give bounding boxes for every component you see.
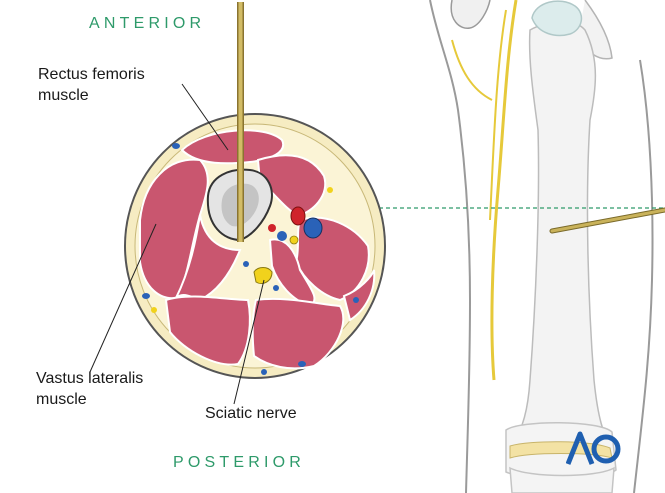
rectus-femoris-label-line2: muscle: [38, 87, 89, 104]
small-vein: [277, 231, 287, 241]
pelvis-outline: [450, 0, 491, 29]
side-view-pin: [549, 207, 665, 234]
small-artery: [268, 224, 276, 232]
nerve-branch-main: [490, 0, 518, 381]
femoral-artery: [290, 206, 306, 226]
vastus-lateralis-label-line2: muscle: [36, 391, 87, 408]
posterior-label: POSTERIOR: [173, 454, 306, 471]
cross-section-pin: [237, 2, 244, 242]
thigh-cross-section: [124, 113, 386, 379]
tibia-top: [509, 466, 615, 493]
femur-bone: [513, 21, 611, 481]
ao-logo-a-icon: [566, 431, 595, 465]
nerve-branch-secondary: [489, 9, 507, 221]
rectus-femoris-label-line1: Rectus femoris: [38, 66, 145, 83]
hamstring-muscle-medial: [251, 297, 345, 370]
vastus-lateralis-label: Vastus lateralis muscle: [36, 368, 143, 410]
hamstring-muscle-lateral: [164, 295, 251, 366]
leader-vastus-lateralis: [89, 223, 157, 373]
sciatic-nerve-label: Sciatic nerve: [205, 405, 297, 422]
leg-side-view: [429, 0, 654, 493]
leader-sciatic-nerve: [233, 279, 265, 405]
vessel-dot-6: [327, 187, 333, 193]
leg-outline-anterior: [633, 59, 654, 493]
vessel-dot-1: [172, 143, 180, 149]
vessel-dot-2: [142, 293, 150, 299]
vessel-dot-3: [151, 307, 157, 313]
vessel-dot-8: [243, 261, 249, 267]
vastus-medialis-muscle: [256, 154, 327, 218]
gracilis-muscle: [342, 269, 376, 322]
femoral-vein: [303, 217, 323, 239]
ao-logo: [566, 431, 621, 465]
ao-logo-o-icon: [591, 434, 621, 464]
saphenous-nerve: [289, 235, 299, 245]
anterior-label: ANTERIOR: [89, 15, 206, 32]
vessel-dot-9: [273, 285, 279, 291]
rectus-femoris-muscle: [180, 129, 285, 165]
rectus-femoris-label: Rectus femoris muscle: [38, 64, 145, 106]
nerve-branch-upper: [451, 39, 493, 101]
femoral-head: [531, 0, 583, 37]
vessel-dot-7: [353, 297, 359, 303]
leg-outline-posterior: [429, 0, 472, 493]
adductor-muscle-2: [268, 238, 316, 308]
vessel-dot-5: [261, 369, 267, 375]
vessel-dot-4: [298, 361, 306, 367]
sciatic-nerve: [253, 267, 273, 285]
vastus-lateralis-label-line1: Vastus lateralis: [36, 370, 144, 387]
leader-rectus-femoris: [181, 83, 229, 151]
